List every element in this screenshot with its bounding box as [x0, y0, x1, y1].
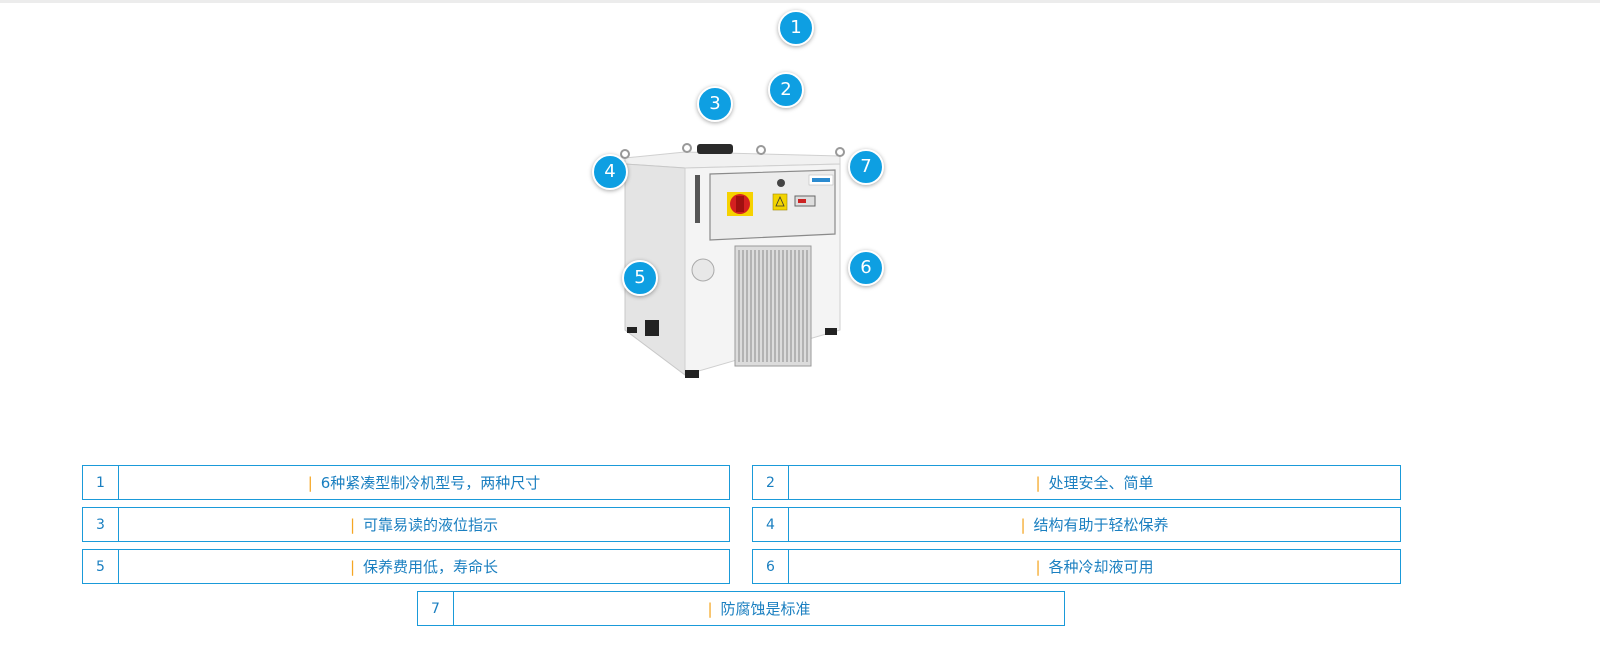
feature-row-5[interactable]: 5 | 保养费用低，寿命长 — [82, 549, 730, 584]
feature-text: 可靠易读的液位指示 — [363, 516, 499, 534]
feature-number: 2 — [753, 466, 789, 499]
feature-text: 处理安全、简单 — [1048, 474, 1154, 492]
hotspot-6[interactable]: 6 — [848, 250, 884, 286]
feature-separator: | — [1020, 515, 1026, 534]
feature-number: 4 — [753, 508, 789, 541]
feature-row-4[interactable]: 4 | 结构有助于轻松保养 — [752, 507, 1401, 542]
feature-text: 各种冷却液可用 — [1048, 558, 1154, 576]
feature-separator: | — [349, 557, 356, 576]
feature-separator: | — [707, 599, 713, 618]
chiller-product-image — [620, 143, 845, 378]
feature-text: 防腐蚀是标准 — [720, 600, 811, 618]
hotspot-4[interactable]: 4 — [592, 154, 628, 190]
feature-separator: | — [1035, 557, 1041, 576]
feature-separator: | — [349, 515, 356, 534]
hotspot-2[interactable]: 2 — [768, 72, 804, 108]
feature-row-6[interactable]: 6 | 各种冷却液可用 — [752, 549, 1401, 584]
feature-text: 结构有助于轻松保养 — [1033, 516, 1169, 534]
hotspot-5[interactable]: 5 — [622, 260, 658, 296]
feature-separator: | — [1035, 473, 1041, 492]
feature-row-3[interactable]: 3 | 可靠易读的液位指示 — [82, 507, 730, 542]
feature-row-7[interactable]: 7 | 防腐蚀是标准 — [417, 591, 1065, 626]
feature-number: 1 — [83, 466, 119, 499]
hotspot-3[interactable]: 3 — [697, 86, 733, 122]
feature-row-1[interactable]: 1 | 6种紧凑型制冷机型号，两种尺寸 — [82, 465, 730, 500]
feature-text: 6种紧凑型制冷机型号，两种尺寸 — [320, 474, 541, 492]
top-divider — [0, 0, 1600, 3]
feature-number: 7 — [418, 592, 454, 625]
feature-number: 5 — [83, 550, 119, 583]
hotspot-7[interactable]: 7 — [848, 149, 884, 185]
feature-text: 保养费用低，寿命长 — [363, 558, 499, 576]
feature-row-2[interactable]: 2 | 处理安全、简单 — [752, 465, 1401, 500]
feature-separator: | — [307, 473, 313, 492]
feature-number: 6 — [753, 550, 789, 583]
hotspot-1[interactable]: 1 — [778, 10, 814, 46]
feature-number: 3 — [83, 508, 119, 541]
